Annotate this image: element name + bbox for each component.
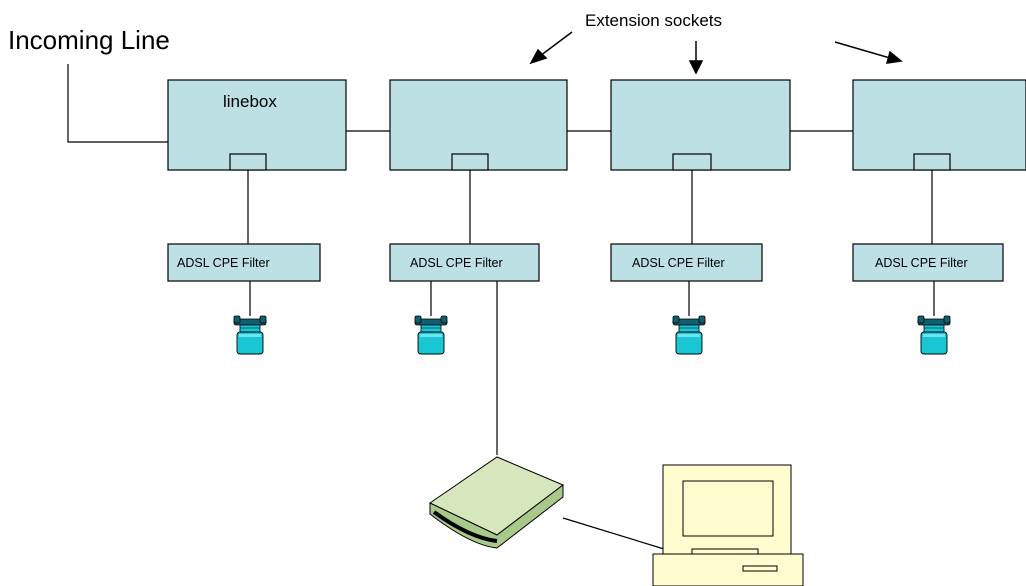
telephone-icon — [672, 315, 706, 355]
incoming-line-label: Incoming Line — [8, 25, 170, 55]
extension-arrows — [529, 31, 903, 75]
adsl-filter-1: ADSL CPE Filter — [167, 243, 321, 282]
filter-label: ADSL CPE Filter — [177, 256, 270, 270]
incoming-line-wire — [67, 64, 168, 143]
filter-label: ADSL CPE Filter — [410, 256, 503, 270]
arrow-left-icon — [529, 31, 573, 65]
extension-socket-3 — [852, 79, 1026, 171]
socket-port — [451, 153, 489, 171]
extension-sockets-label: Extension sockets — [585, 11, 722, 30]
adsl-filter-2: ADSL CPE Filter — [389, 243, 540, 282]
adsl-filter-3: ADSL CPE Filter — [610, 243, 763, 282]
arrow-right-icon — [834, 41, 903, 64]
extension-socket-1 — [389, 79, 568, 171]
socket-port — [229, 153, 267, 171]
filter-label: ADSL CPE Filter — [632, 256, 725, 270]
desktop-computer-icon — [652, 464, 804, 586]
linebox-socket: linebox — [167, 79, 347, 171]
adsl-modem-icon — [429, 456, 564, 549]
telephone-icon — [414, 315, 448, 355]
telephone-icon — [917, 315, 951, 355]
socket-port — [913, 153, 951, 171]
arrow-down-icon — [688, 41, 704, 75]
socket-port — [672, 153, 712, 171]
filter-label: ADSL CPE Filter — [875, 256, 968, 270]
modem-computer-wire — [562, 517, 665, 550]
extension-socket-2 — [610, 79, 791, 171]
adsl-filter-4: ADSL CPE Filter — [852, 243, 1004, 282]
telephone-icon — [233, 315, 267, 355]
linebox-label: linebox — [223, 92, 277, 111]
